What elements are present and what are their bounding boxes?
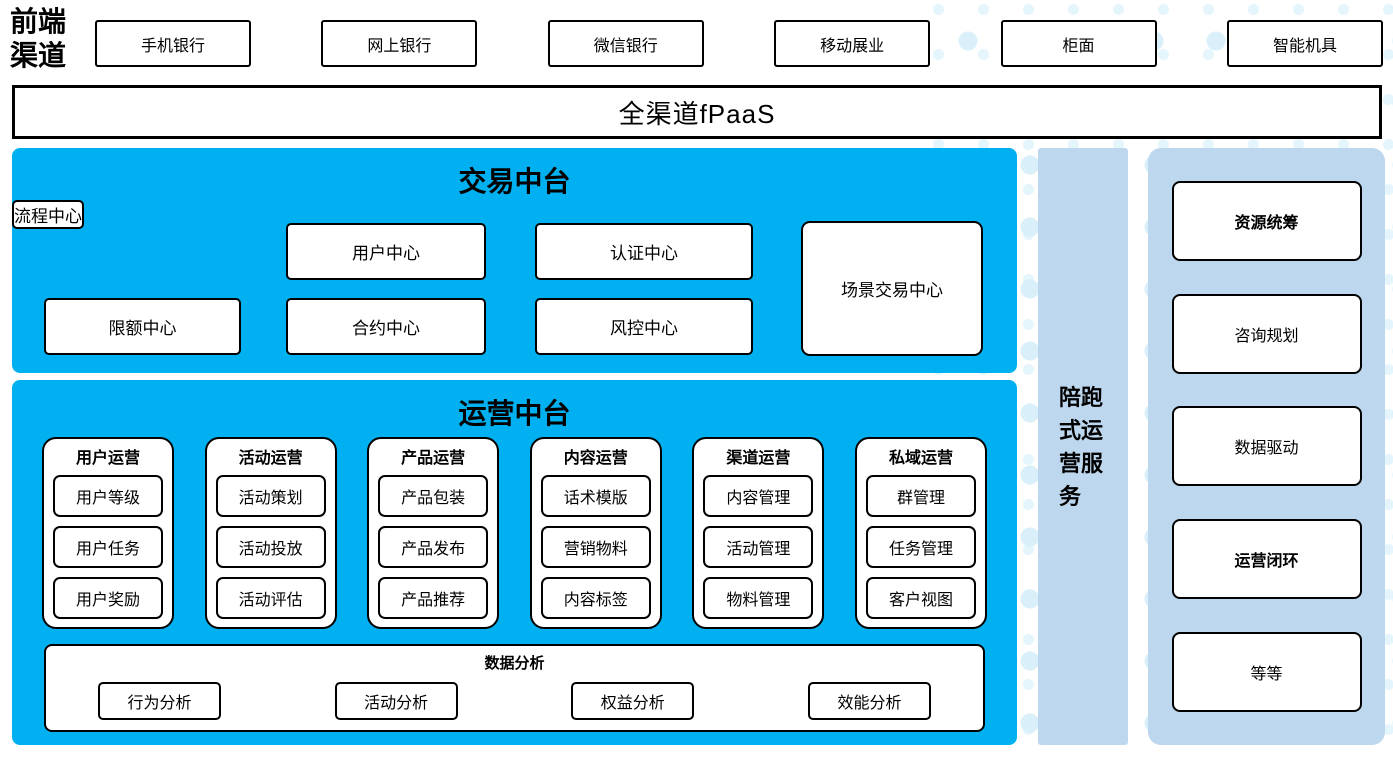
ops-column-title: 渠道运营 bbox=[726, 450, 791, 467]
channel-box-wechat-banking: 微信银行 bbox=[547, 20, 704, 67]
data-analysis-row: 行为分析 活动分析 权益分析 效能分析 bbox=[46, 682, 983, 720]
service-box-ops-closed-loop: 运营闭环 bbox=[1171, 519, 1362, 600]
ops-item-box: 内容管理 bbox=[703, 475, 814, 517]
ops-column-content: 内容运营 话术模版 营销物料 内容标签 bbox=[529, 437, 662, 629]
ops-item-box: 群管理 bbox=[865, 475, 976, 517]
analysis-box-activity: 活动分析 bbox=[334, 682, 458, 720]
ops-item-box: 内容标签 bbox=[540, 577, 651, 619]
channel-box-online-banking: 网上银行 bbox=[321, 20, 478, 67]
ops-item-box: 用户任务 bbox=[53, 526, 163, 568]
trade-box-auth-center: 认证中心 bbox=[535, 223, 753, 280]
ops-column-title: 活动运营 bbox=[238, 450, 303, 467]
ops-column-private-domain: 私域运营 群管理 任务管理 客户视图 bbox=[854, 437, 987, 629]
ops-column-title: 产品运营 bbox=[401, 450, 466, 467]
ops-item-box: 活动评估 bbox=[215, 577, 326, 619]
operations-platform-title: 运营中台 bbox=[458, 398, 571, 429]
trade-box-risk-center: 风控中心 bbox=[535, 298, 753, 355]
trade-platform-title: 交易中台 bbox=[458, 166, 571, 197]
ops-column-title: 私域运营 bbox=[888, 450, 953, 467]
ops-column-user: 用户运营 用户等级 用户任务 用户奖励 bbox=[42, 437, 174, 629]
trade-box-scene-trade-center: 场景交易中心 bbox=[801, 221, 983, 356]
analysis-box-efficiency: 效能分析 bbox=[807, 682, 931, 720]
analysis-box-behavior: 行为分析 bbox=[98, 682, 221, 720]
ops-item-box: 活动投放 bbox=[215, 526, 326, 568]
channel-box-mobile-banking: 手机银行 bbox=[95, 20, 251, 67]
service-box-etc: 等等 bbox=[1171, 632, 1362, 713]
trade-box-contract-center: 合约中心 bbox=[286, 298, 486, 355]
channel-box-counter: 柜面 bbox=[1000, 20, 1157, 67]
ops-item-box: 产品发布 bbox=[378, 526, 489, 568]
data-analysis-strip: 数据分析 行为分析 活动分析 权益分析 效能分析 bbox=[44, 644, 985, 732]
ops-column-title: 用户运营 bbox=[75, 450, 140, 467]
omni-channel-fpaas-bar: 全渠道fPaaS bbox=[12, 85, 1382, 139]
ops-column-channel: 渠道运营 内容管理 活动管理 物料管理 bbox=[692, 437, 825, 629]
ops-item-box: 客户视图 bbox=[865, 577, 976, 619]
ops-column-title: 内容运营 bbox=[563, 450, 628, 467]
service-box-data-driven: 数据驱动 bbox=[1171, 406, 1362, 487]
accompanying-ops-service-bar: 陪跑式运营服务 bbox=[1038, 148, 1128, 745]
service-box-resource-planning: 资源统筹 bbox=[1171, 180, 1362, 261]
operations-platform-panel: 运营中台 用户运营 用户等级 用户任务 用户奖励 活动运营 活动策划 活动投放 … bbox=[12, 380, 1017, 745]
data-analysis-title: 数据分析 bbox=[484, 655, 545, 672]
ops-item-box: 活动管理 bbox=[703, 526, 814, 568]
trade-platform-panel: 交易中台 用户中心 认证中心 限额中心 合约中心 风控中心 流程中心 场景交易中… bbox=[12, 148, 1017, 373]
ops-item-box: 用户奖励 bbox=[53, 577, 163, 619]
analysis-box-rights: 权益分析 bbox=[571, 682, 695, 720]
front-channel-label: 前端渠道 bbox=[10, 7, 67, 73]
service-box-consulting-planning: 咨询规划 bbox=[1171, 293, 1362, 374]
ops-item-box: 话术模版 bbox=[540, 475, 651, 517]
ops-item-box: 用户等级 bbox=[53, 475, 163, 517]
accompanying-ops-service-label: 陪跑式运营服务 bbox=[1059, 384, 1104, 509]
operations-columns: 用户运营 用户等级 用户任务 用户奖励 活动运营 活动策划 活动投放 活动评估 … bbox=[42, 437, 987, 629]
ops-item-box: 营销物料 bbox=[540, 526, 651, 568]
ops-item-box: 产品包装 bbox=[378, 475, 489, 517]
ops-item-box: 活动策划 bbox=[215, 475, 326, 517]
channel-box-mobile-sales: 移动展业 bbox=[774, 20, 931, 67]
trade-box-user-center: 用户中心 bbox=[286, 223, 486, 280]
ops-item-box: 任务管理 bbox=[865, 526, 976, 568]
ops-item-box: 产品推荐 bbox=[378, 577, 489, 619]
front-channel-row: 手机银行 网上银行 微信银行 移动展业 柜面 智能机具 bbox=[95, 20, 1383, 67]
ops-column-product: 产品运营 产品包装 产品发布 产品推荐 bbox=[367, 437, 500, 629]
ops-item-box: 物料管理 bbox=[703, 577, 814, 619]
service-offerings-panel: 资源统筹 咨询规划 数据驱动 运营闭环 等等 bbox=[1148, 148, 1385, 745]
ops-column-activity: 活动运营 活动策划 活动投放 活动评估 bbox=[204, 437, 337, 629]
trade-box-process-center: 流程中心 bbox=[12, 200, 84, 229]
channel-box-smart-devices: 智能机具 bbox=[1226, 20, 1383, 67]
trade-box-limit-center: 限额中心 bbox=[44, 298, 241, 355]
